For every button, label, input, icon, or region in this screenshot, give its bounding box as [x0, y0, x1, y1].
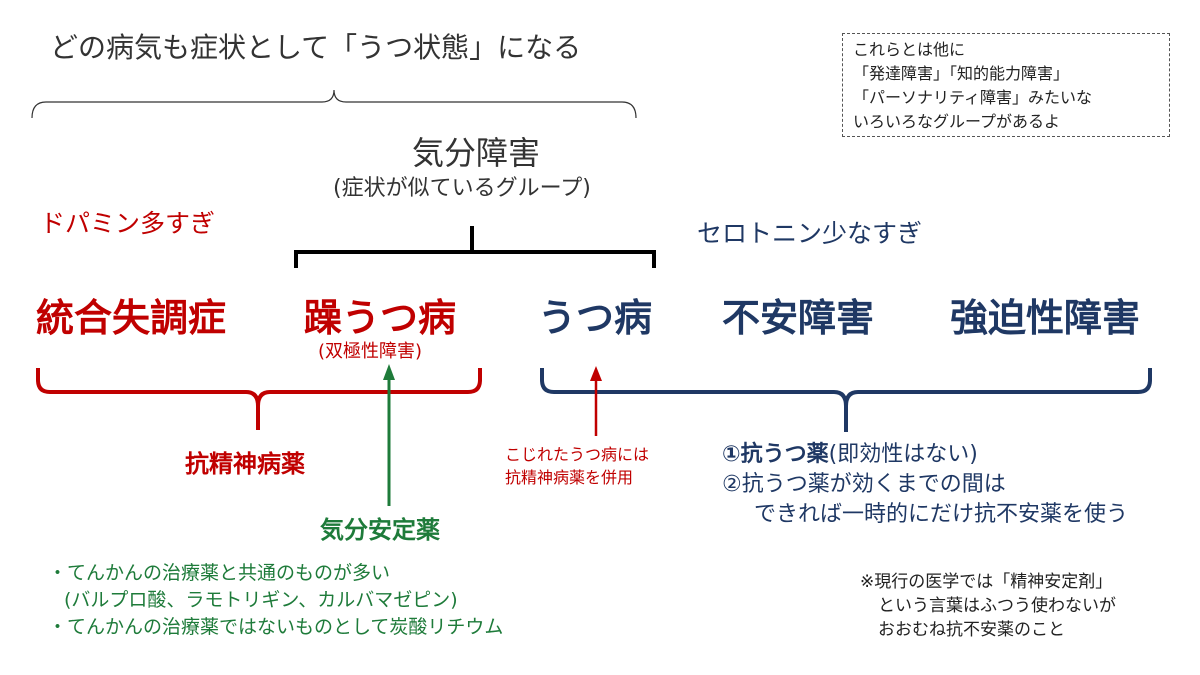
kojire-note: こじれたうつ病には 抗精神病薬を併用 [505, 443, 649, 489]
mood-stabilizer-label: 気分安定薬 [320, 516, 440, 544]
remark-line: ※現行の医学では「精神安定剤」 [860, 572, 1113, 592]
navy-bracket [540, 368, 1152, 432]
antidepressant-line-2: ②抗うつ薬が効くまでの間は [722, 472, 1006, 497]
disorder-ocd: 強迫性障害 [950, 296, 1141, 340]
mood-group-bracket [294, 226, 656, 268]
note-line: これらとは他に [853, 40, 966, 59]
kojire-line: こじれたうつ病には [505, 445, 650, 464]
kojire-line: 抗精神病薬を併用 [505, 468, 634, 487]
green-note-line: (バルプロ酸、ラモトリギン、カルバマゼピン) [64, 589, 458, 611]
antidepressant-note: ①抗うつ薬(即効性はない) ②抗うつ薬が効くまでの間は できれば一時的にだけ抗不… [722, 440, 1128, 530]
note-line: いろいろなグループがあるよ [853, 112, 1061, 131]
disorder-anxiety: 不安障害 [722, 296, 875, 340]
mood-stabilizer-arrowhead [383, 364, 395, 380]
mood-disorder-subtitle: (症状が似ているグループ) [333, 176, 591, 201]
note-line: 「発達障害」「知的能力障害」 [853, 64, 1070, 83]
mood-disorder-title: 気分障害 [412, 134, 541, 172]
disorder-depression: うつ病 [538, 296, 653, 340]
bipolar-subtitle: (双極性障害) [318, 341, 423, 362]
green-note-line: ・てんかんの治療薬と共通のものが多い [48, 562, 391, 584]
disorder-schizophrenia: 統合失調症 [36, 296, 227, 340]
antidepressant-detail: (即効性はない) [828, 442, 978, 467]
dopamine-label: ドパミン多すぎ [40, 209, 216, 238]
remark-note: ※現行の医学では「精神安定剤」 という言葉はふつう使わないが おおむね抗不安薬の… [860, 570, 1116, 642]
red-bracket [36, 368, 482, 430]
antidepressant-line-3: できれば一時的にだけ抗不安薬を使う [754, 502, 1129, 527]
antidepressant-bold: ①抗うつ薬 [722, 442, 829, 467]
top-title: どの病気も症状として「うつ状態」になる [50, 31, 582, 64]
remark-line: という言葉はふつう使わないが [878, 596, 1116, 616]
serotonin-label: セロトニン少なすぎ [697, 219, 923, 248]
note-box: これらとは他に 「発達障害」「知的能力障害」 「パーソナリティ障害」みたいな い… [842, 33, 1170, 137]
kojire-arrowhead [590, 366, 602, 381]
antidepressant-line-1: ①抗うつ薬(即効性はない) [722, 440, 1128, 470]
note-line: 「パーソナリティ障害」みたいな [853, 88, 1093, 107]
top-brace [31, 89, 637, 119]
disorder-bipolar: 躁うつ病 [304, 296, 457, 340]
mood-stabilizer-notes: ・てんかんの治療薬と共通のものが多い (バルプロ酸、ラモトリギン、カルバマゼピン… [48, 560, 503, 641]
antipsychotic-label: 抗精神病薬 [185, 450, 305, 478]
remark-line: おおむね抗不安薬のこと [878, 620, 1065, 640]
green-note-line: ・てんかんの治療薬ではないものとして炭酸リチウム [48, 616, 504, 638]
